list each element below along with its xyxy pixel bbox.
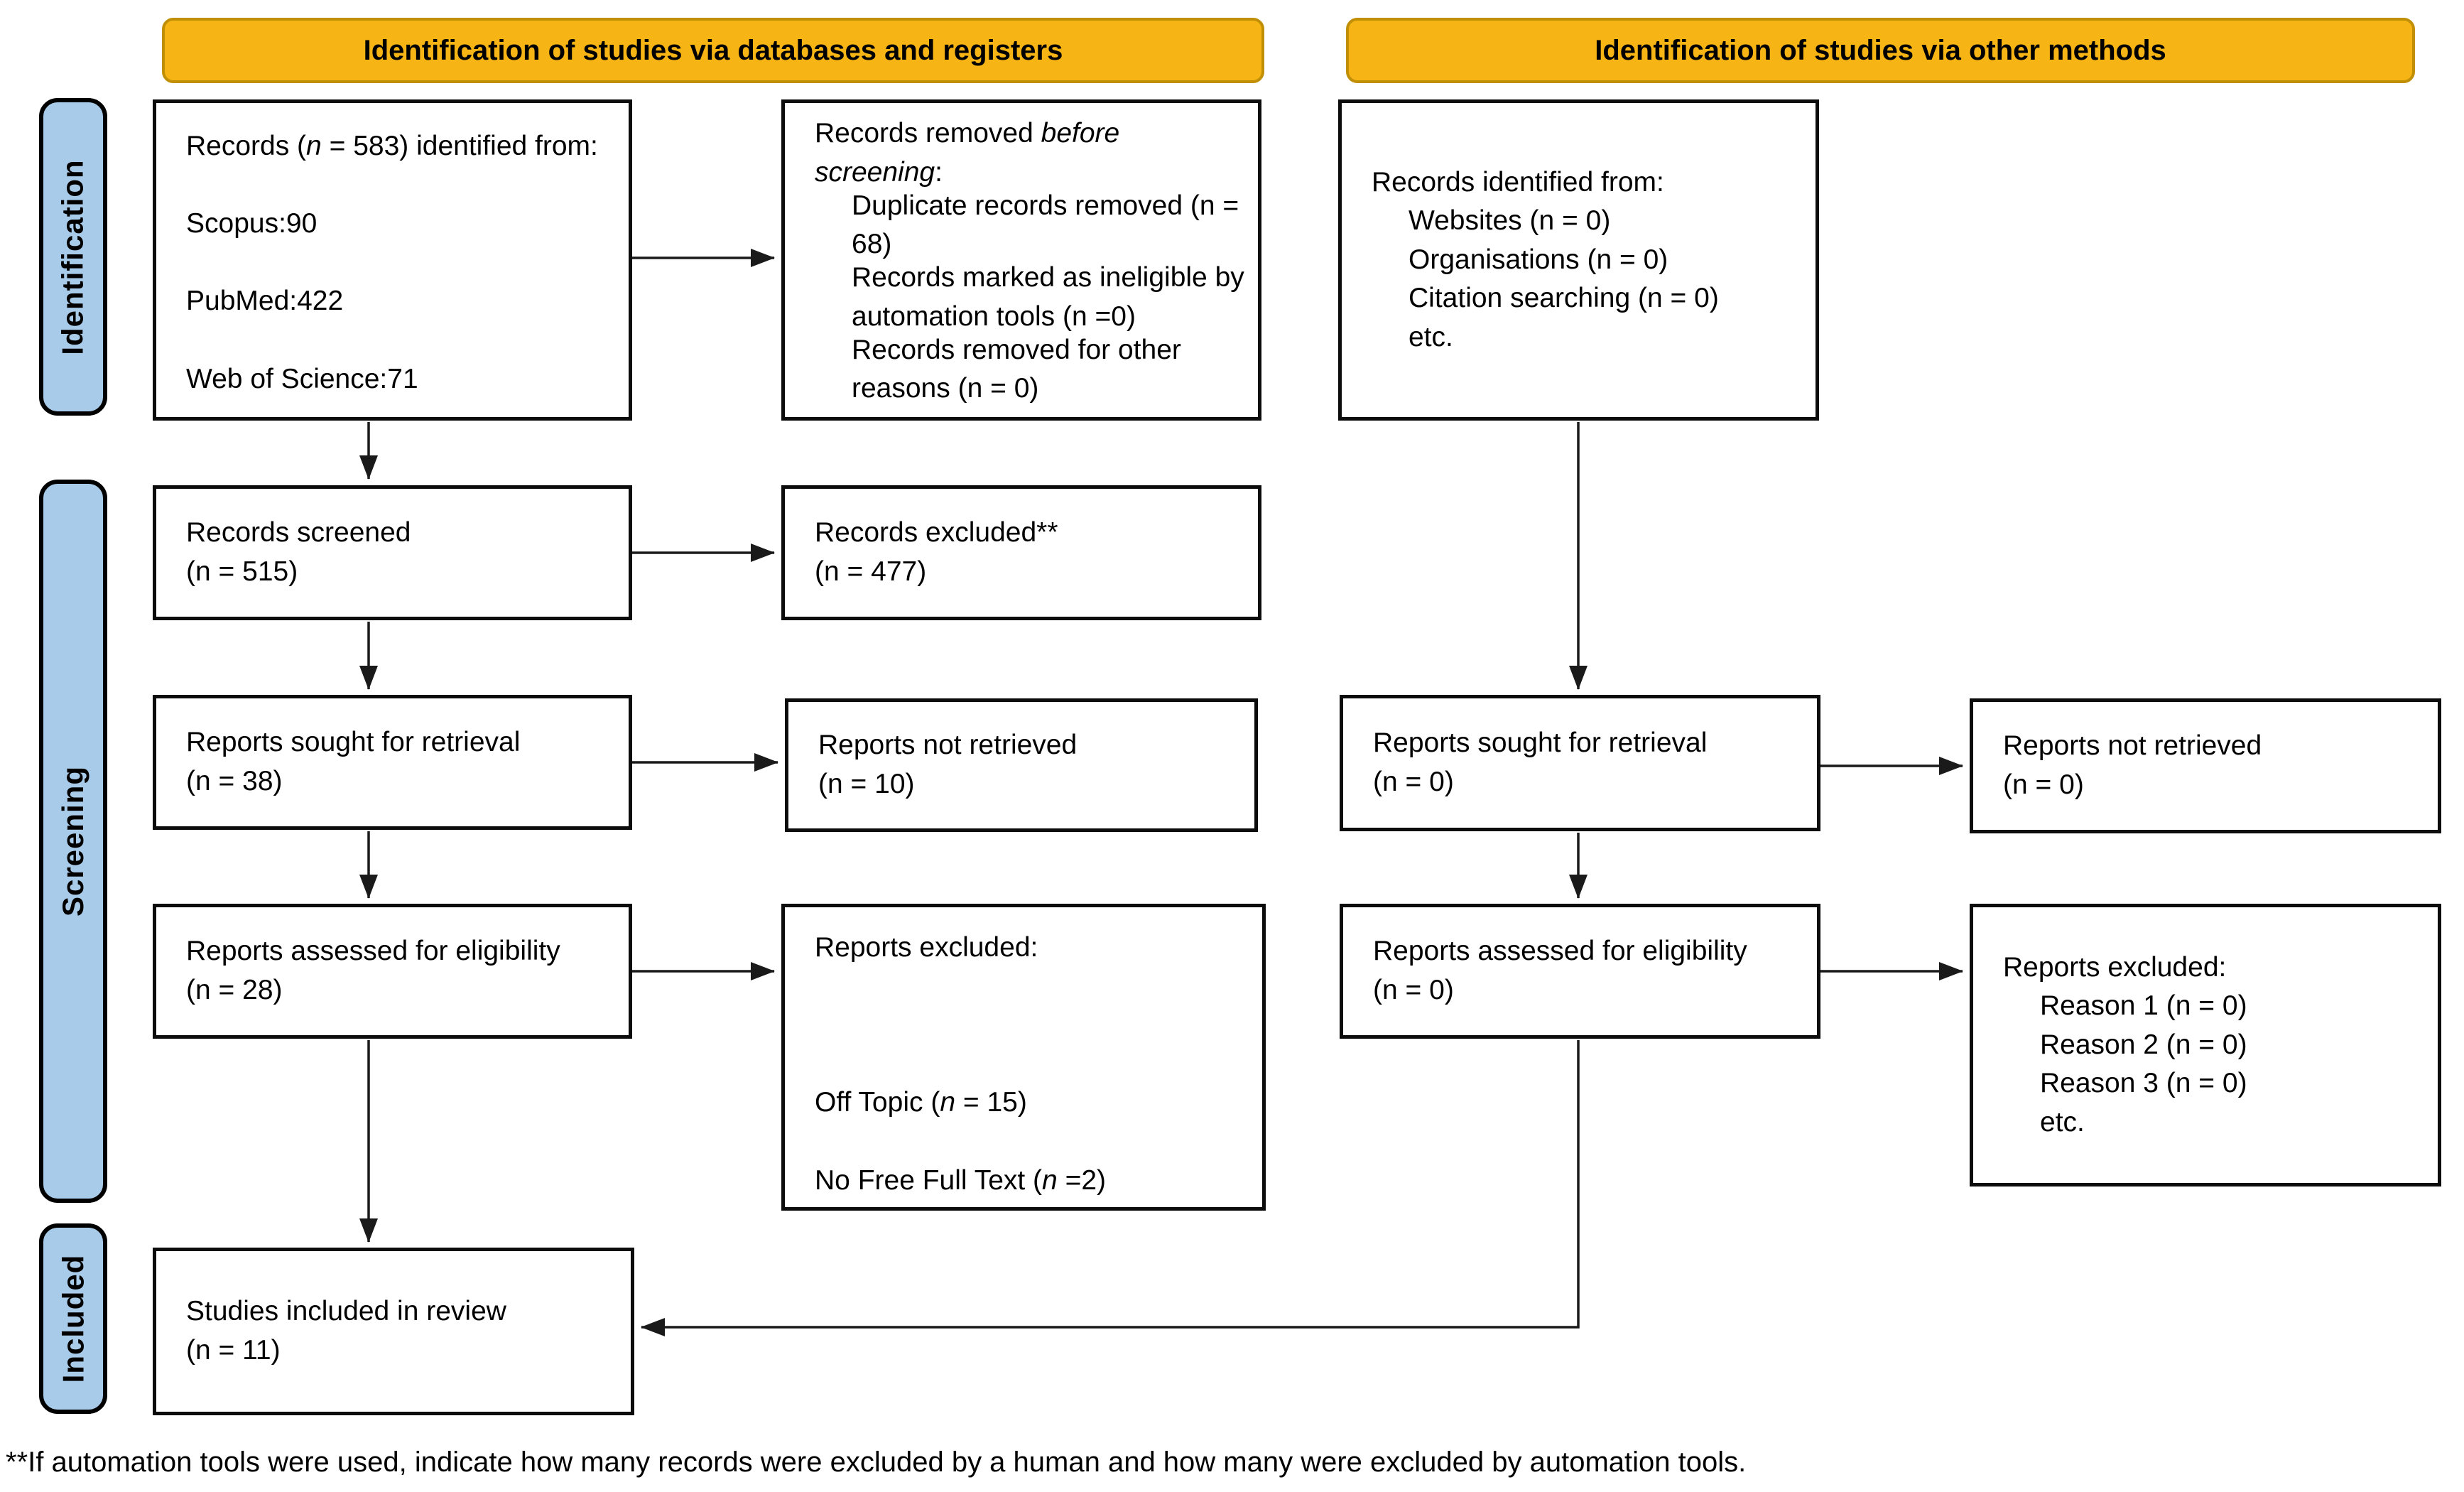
- box-studies-included: Studies included in review(n = 11): [153, 1248, 634, 1415]
- box-reports-sought-databases: Reports sought for retrieval(n = 38): [153, 695, 632, 830]
- box-records-removed-before-screening: Records removed before screening:Duplica…: [781, 99, 1261, 421]
- sidebar-identification: Identification: [39, 98, 107, 416]
- box-reports-assessed-databases: Reports assessed for eligibility(n = 28): [153, 904, 632, 1039]
- sidebar-screening-label: Screening: [56, 765, 90, 917]
- sidebar-included-label: Included: [56, 1254, 89, 1383]
- box-records-excluded: Records excluded**(n = 477): [781, 485, 1261, 620]
- sidebar-screening: Screening: [39, 480, 107, 1203]
- box-reports-not-retrieved-databases: Reports not retrieved(n = 10): [785, 698, 1258, 832]
- box-reports-not-retrieved-other: Reports not retrieved(n = 0): [1970, 698, 2441, 833]
- box-reports-sought-other: Reports sought for retrieval(n = 0): [1340, 695, 1820, 831]
- sidebar-included: Included: [39, 1223, 107, 1414]
- box-reports-excluded-other: Reports excluded:Reason 1 (n = 0)Reason …: [1970, 904, 2441, 1186]
- box-reports-excluded-databases: Reports excluded:Off Topic (n = 15)No Fr…: [781, 904, 1266, 1211]
- banner-databases-registers: Identification of studies via databases …: [162, 18, 1264, 83]
- banner-other-methods: Identification of studies via other meth…: [1346, 18, 2415, 83]
- box-records-identified-databases: Records (n = 583) identified from:Scopus…: [153, 99, 632, 421]
- box-reports-assessed-other: Reports assessed for eligibility(n = 0): [1340, 904, 1820, 1039]
- automation-tools-footnote: **If automation tools were used, indicat…: [6, 1447, 1747, 1478]
- box-records-identified-other: Records identified from:Websites (n = 0)…: [1338, 99, 1819, 421]
- sidebar-identification-label: Identification: [56, 158, 89, 355]
- box-records-screened: Records screened(n = 515): [153, 485, 632, 620]
